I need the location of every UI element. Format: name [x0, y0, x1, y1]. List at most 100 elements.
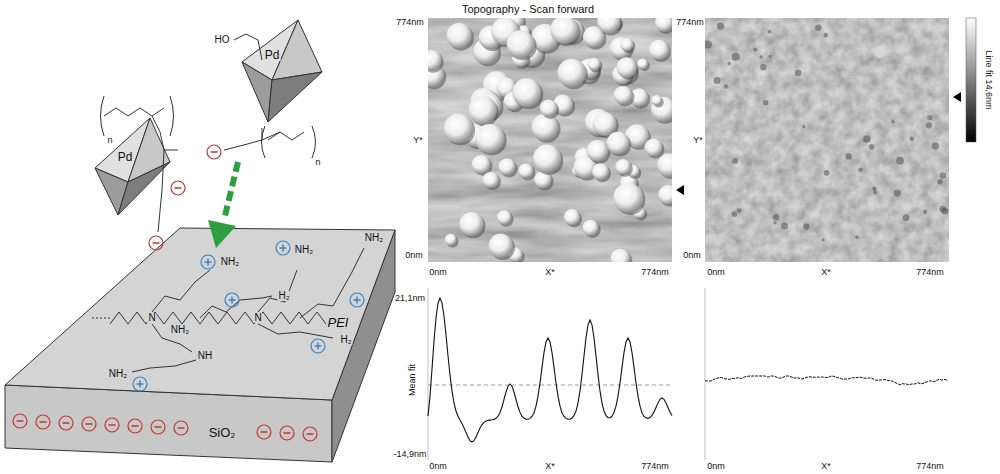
- chemical-group: N: [253, 313, 262, 323]
- axis-label: 774nm: [641, 462, 669, 471]
- positive-charge: [317, 343, 319, 350]
- surface-texture: [705, 23, 948, 242]
- axis-label: 0nm: [405, 251, 423, 260]
- negative-charge: [175, 187, 182, 189]
- pd-particle: [550, 18, 578, 44]
- pd-particle: [651, 95, 661, 105]
- positive-charge: [231, 297, 233, 304]
- pd-particle: [428, 50, 442, 71]
- colorbar-label: Line fit 14,6nm: [984, 50, 993, 109]
- afm-image-after: [705, 18, 949, 262]
- pd-particle: [655, 18, 672, 32]
- negative-charge: [257, 425, 271, 439]
- positive-charge: [201, 255, 215, 269]
- negative-charge: [284, 432, 291, 434]
- chemical-group: NH: [197, 351, 213, 361]
- surface-pit: [822, 238, 825, 241]
- profile-axis: [705, 288, 706, 460]
- surface-pit: [937, 179, 942, 184]
- surface-pit: [773, 221, 777, 225]
- negative-charge: [40, 421, 47, 423]
- axis-label: 0nm: [429, 462, 447, 471]
- pd-particle: [512, 78, 541, 107]
- axis-label: X*: [821, 268, 831, 277]
- pd-particle: [613, 183, 643, 213]
- polymer-name: PEI: [327, 316, 350, 329]
- surface-pit: [926, 122, 932, 128]
- surface-pit: [869, 144, 875, 150]
- surface-pit: [732, 212, 737, 217]
- chemical-group: NH₂: [364, 233, 384, 243]
- chemical-group: H₂: [277, 291, 290, 301]
- pd-particle: [610, 249, 630, 262]
- surface-pit: [737, 208, 742, 213]
- element-symbol: Pd: [264, 49, 281, 61]
- pd-particle: [497, 210, 512, 225]
- pd-particle: [587, 140, 609, 162]
- surface-pit: [910, 136, 915, 141]
- surface-pit: [768, 30, 772, 34]
- surface-pit: [939, 206, 946, 213]
- negative-charge: [86, 423, 93, 425]
- surface-pit: [873, 190, 877, 194]
- surface-bump: [874, 46, 886, 58]
- pd-particle: [592, 163, 609, 180]
- pd-particle: [564, 209, 580, 225]
- polymer-chain: [224, 34, 316, 158]
- axis-label: Y*: [693, 136, 703, 145]
- negative-charge: [211, 151, 218, 153]
- repeat-index: n: [315, 158, 320, 167]
- pd-cluster: [95, 118, 170, 215]
- pei-chain: [92, 248, 364, 372]
- axis-label: Mean fit: [408, 364, 417, 396]
- negative-charge: [17, 420, 24, 422]
- pd-particle: [447, 23, 472, 48]
- surface-pit: [923, 210, 927, 214]
- surface-pit: [732, 53, 740, 61]
- pd-particle: [489, 234, 513, 258]
- repeat-index: n: [107, 136, 112, 145]
- axis-label: 0nm: [707, 268, 725, 277]
- pd-particle: [583, 220, 599, 236]
- surface-pit: [894, 190, 901, 197]
- surface-pit: [863, 135, 871, 143]
- positive-charge: [311, 339, 325, 353]
- axis-label: -14,9nm: [393, 450, 426, 459]
- axis-label: 21,1nm: [395, 294, 425, 303]
- surface-pit: [717, 23, 724, 30]
- pd-particle: [518, 163, 533, 178]
- surface-pit: [760, 64, 766, 70]
- axis-label: 774nm: [916, 268, 944, 277]
- height-profile: [705, 376, 948, 385]
- profile-axis: [428, 288, 429, 460]
- axis-label: 0nm: [429, 268, 447, 277]
- color-scale-bar: [966, 18, 976, 142]
- surface-pit: [815, 25, 821, 31]
- axis-label: 774nm: [396, 18, 424, 27]
- pd-particle: [616, 57, 636, 77]
- surface-pit: [892, 120, 895, 123]
- particle-layer: [428, 18, 672, 262]
- adsorption-arrowhead: [208, 220, 236, 248]
- negative-charge: [178, 427, 185, 429]
- surface-pit: [781, 223, 788, 230]
- axis-label: 774nm: [676, 18, 704, 27]
- surface-pit: [724, 84, 728, 88]
- positive-charge: [133, 377, 147, 391]
- pd-particle: [498, 158, 515, 175]
- negative-charge: [307, 433, 314, 435]
- surface-pit: [705, 41, 712, 49]
- surface-pit: [773, 214, 780, 221]
- pd-particle: [588, 58, 601, 71]
- surface-pit: [927, 115, 932, 120]
- positive-charge: [282, 245, 284, 252]
- pd-cluster: [242, 20, 322, 122]
- pd-particle: [637, 58, 648, 69]
- negative-charge: [109, 424, 116, 426]
- surface-pit: [759, 55, 762, 58]
- pd-particle: [444, 114, 473, 143]
- slab-top: [5, 228, 395, 400]
- mean-fit-line: [428, 385, 672, 386]
- negative-charge: [280, 426, 294, 440]
